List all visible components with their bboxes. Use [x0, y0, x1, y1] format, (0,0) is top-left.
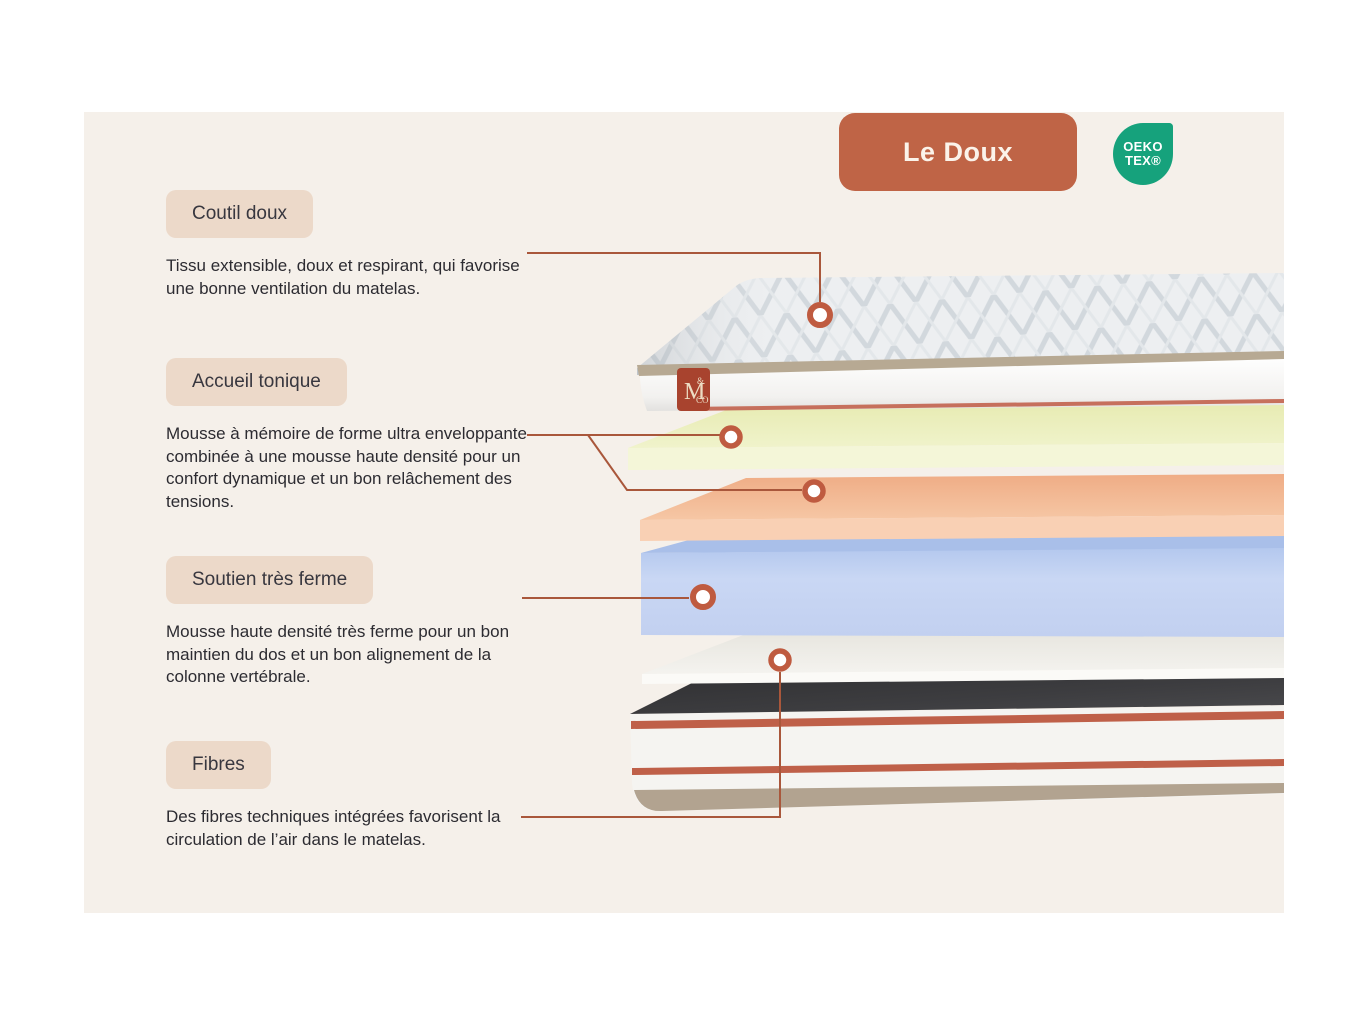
cover-quilted-shading: [637, 273, 1284, 375]
yellow-front-edge: [628, 443, 1284, 470]
hotspot-memory-foam: [719, 425, 743, 449]
annotation-description: Tissu extensible, doux et respirant, qui…: [166, 256, 520, 298]
brand-tag-amp: &: [697, 376, 704, 386]
annotation-fibres: Fibres Des fibres techniques intégrées f…: [166, 741, 558, 851]
cover-piping: [637, 351, 1284, 376]
annotation-label-pill: Fibres: [166, 741, 271, 789]
fibre-front-edge: [642, 668, 1284, 684]
annotation-label-pill: Soutien très ferme: [166, 556, 374, 604]
hotspot-fibre: [768, 648, 792, 672]
annotation-soutien-tres-ferme: Soutien très ferme Mousse haute densité …: [166, 556, 558, 689]
layer-fibre: [642, 628, 1284, 684]
oeko-line2: TEX®: [1124, 153, 1162, 168]
mattress-exploded-diagram: M & CO: [521, 252, 1284, 818]
infographic-panel: Le Doux OEKO TEX® Coutil doux Tissu exte…: [84, 112, 1284, 913]
oeko-line1: OEKO: [1123, 138, 1163, 154]
connector-accueil-tonique-lower: [587, 434, 802, 491]
orange-top-surface: [640, 474, 1284, 520]
annotation-description: Mousse haute densité très ferme pour un …: [166, 622, 510, 687]
hotspot-quilted-cover: [807, 302, 833, 328]
annotation-label-pill: Coutil doux: [166, 190, 314, 238]
base-stripe-top: [631, 711, 1284, 729]
layer-quilted-cover: M & CO: [637, 273, 1284, 411]
annotation-label-pill: Accueil tonique: [166, 358, 347, 406]
annotation-accueil-tonique: Accueil tonique Mousse à mémoire de form…: [166, 358, 558, 513]
connector-fibres: [521, 672, 781, 818]
connector-coutil-doux: [527, 252, 821, 302]
fibre-top-surface: [642, 628, 1284, 674]
cover-bottom-red-line: [684, 399, 1284, 411]
blue-front-face: [641, 548, 1284, 637]
annotation-description: Des fibres techniques intégrées favorise…: [166, 807, 501, 849]
layer-memory-foam: [628, 403, 1284, 470]
brand-tag-co: CO: [696, 395, 709, 405]
oeko-tex-logo: OEKO TEX®: [1113, 123, 1173, 185]
layer-base: [630, 669, 1284, 812]
hotspot-high-density-foam: [690, 584, 716, 610]
brand-tag-m: M: [684, 379, 705, 405]
layer-dynamic-foam: [640, 474, 1284, 541]
brand-tag: M & CO: [677, 368, 710, 411]
yellow-top-surface: [628, 403, 1284, 448]
annotation-coutil-doux: Coutil doux Tissu extensible, doux et re…: [166, 190, 558, 300]
base-stripe-bottom: [632, 759, 1284, 775]
orange-front-edge: [640, 515, 1284, 541]
product-name-badge: Le Doux: [839, 113, 1077, 191]
hotspot-dynamic-foam: [802, 479, 826, 503]
annotation-description: Mousse à mémoire de forme ultra envelopp…: [166, 424, 527, 511]
product-name: Le Doux: [902, 136, 1013, 167]
base-bottom-edge: [634, 783, 1284, 812]
